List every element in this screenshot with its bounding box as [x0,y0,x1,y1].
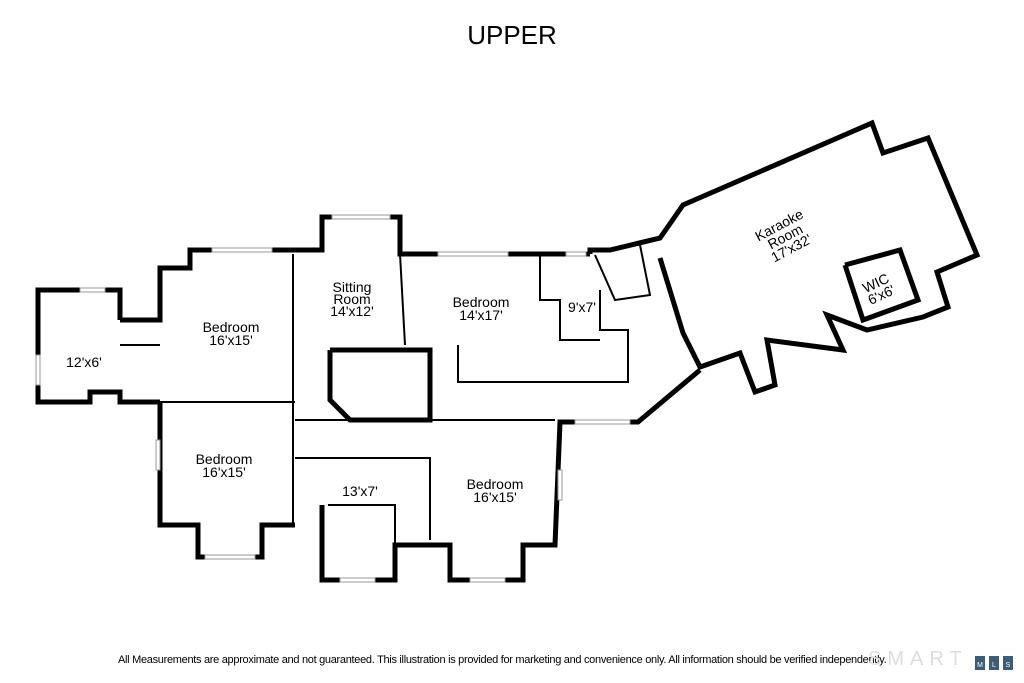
bedroom-sw-size: 16'x15' [202,464,246,480]
bedroom-nw-size: 16'x15' [209,332,253,348]
walls [35,119,981,583]
bedroom-nw-label: Bedroom [203,319,260,335]
floor-title: UPPER [467,20,557,50]
sitting-room-label-2: Room [333,291,370,307]
bedroom-sw-label: Bedroom [196,451,253,467]
disclaimer-footer: All Measurements are approximate and not… [118,654,887,666]
sitting-room-label: Sitting [333,279,372,295]
logo-letter-s: S [1003,656,1013,670]
bedroom-se-label: Bedroom [467,476,524,492]
logo-letter-l: L [989,656,999,670]
smart-mls-logo: SMART [868,648,968,670]
sitting-room-size: 14'x12' [330,303,374,319]
room-labels: Sitting Room 14'x12' Bedroom 16'x15' Bed… [66,206,897,505]
bedroom-center-size: 14'x17' [459,307,503,323]
bedroom-center-label: Bedroom [453,294,510,310]
windows [35,214,631,583]
bath-left-size: 12'x6' [66,354,102,370]
bath-center-size: 13'x7' [342,483,378,499]
bath-small-size: 9'x7' [568,299,596,315]
logo-letter-m: M [975,656,985,670]
bedroom-se-size: 16'x15' [473,489,517,505]
